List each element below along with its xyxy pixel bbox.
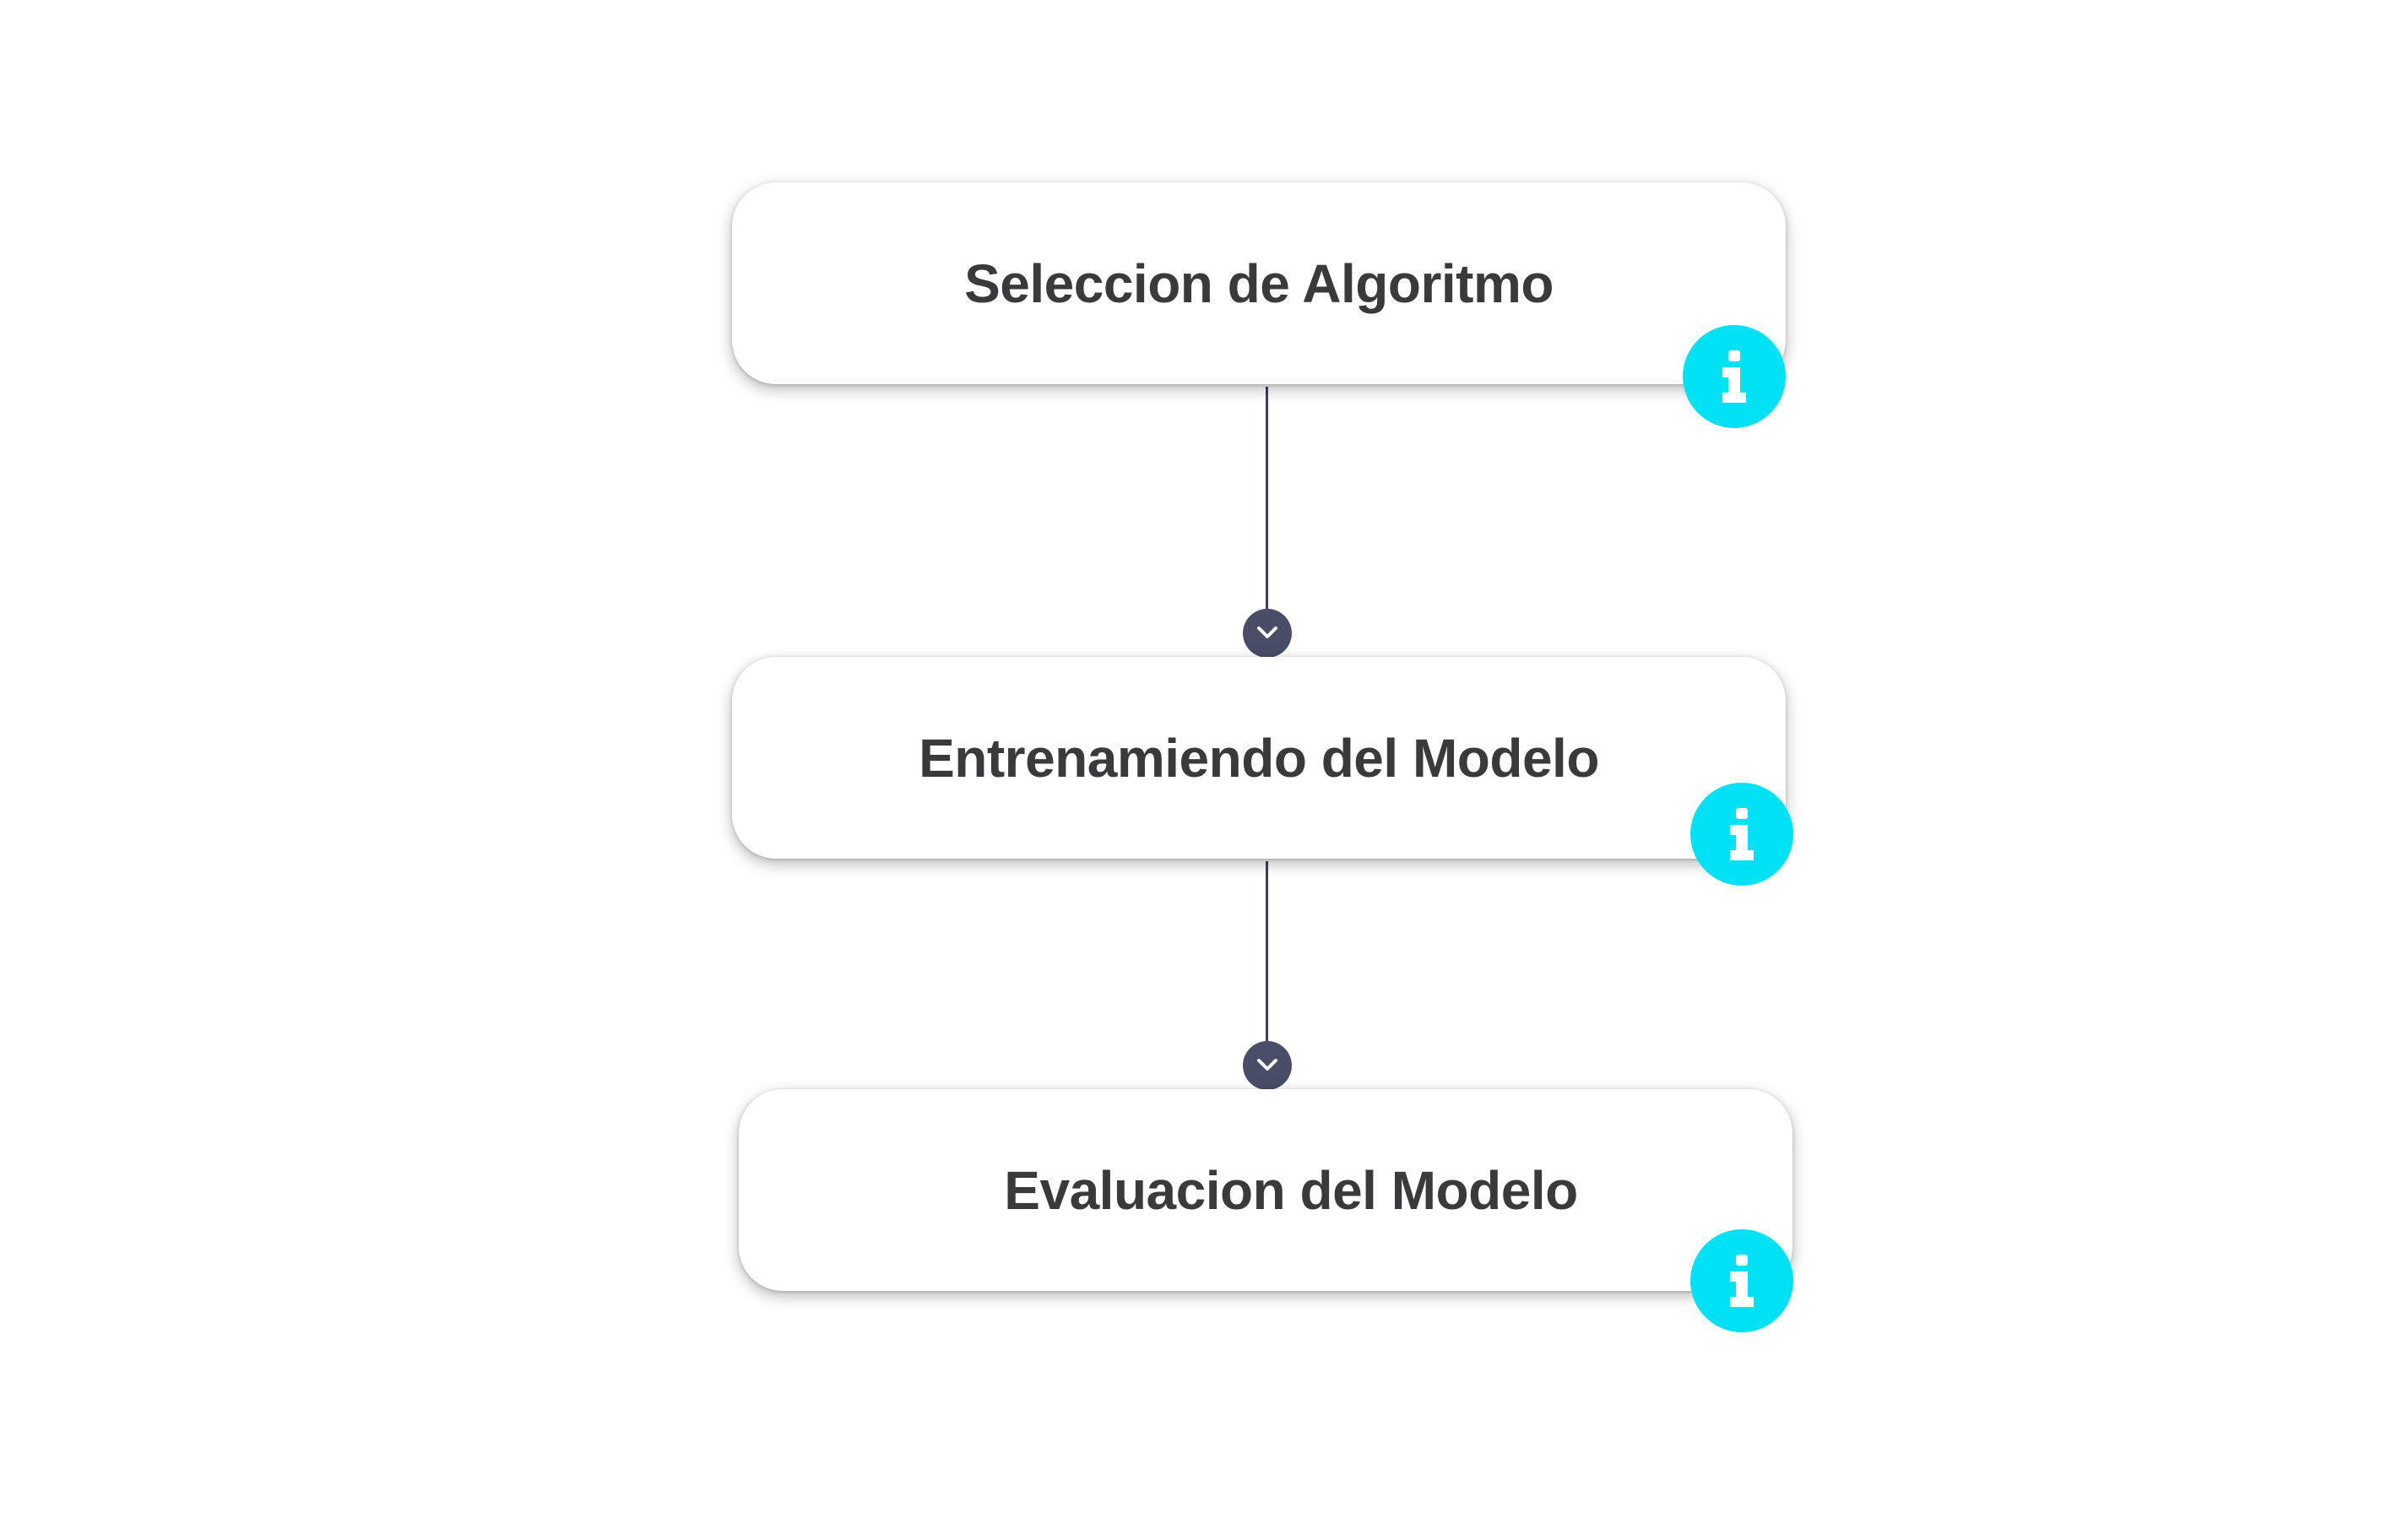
chevron-down-icon (1257, 1059, 1277, 1071)
step-label: Entrenamiendo del Modelo (919, 727, 1599, 789)
chevron-down-icon (1257, 626, 1277, 638)
info-button-3[interactable] (1690, 1229, 1793, 1332)
arrow-connector-2 (1243, 1041, 1292, 1090)
step-node-evaluacion-del-modelo[interactable]: Evaluacion del Modelo (739, 1089, 1792, 1291)
step-label: Evaluacion del Modelo (1004, 1159, 1578, 1221)
info-button-2[interactable] (1690, 783, 1793, 886)
step-node-seleccion-de-algoritmo[interactable]: Seleccion de Algoritmo (732, 182, 1786, 384)
connector-line-1 (1266, 387, 1268, 632)
step-node-entrenamiendo-del-modelo[interactable]: Entrenamiendo del Modelo (732, 657, 1786, 859)
arrow-connector-1 (1243, 609, 1292, 658)
info-button-1[interactable] (1683, 325, 1786, 428)
connector-line-2 (1266, 861, 1268, 1064)
info-icon (1730, 808, 1754, 860)
info-icon (1730, 1255, 1754, 1307)
step-label: Seleccion de Algoritmo (964, 252, 1554, 314)
info-icon (1722, 350, 1746, 403)
